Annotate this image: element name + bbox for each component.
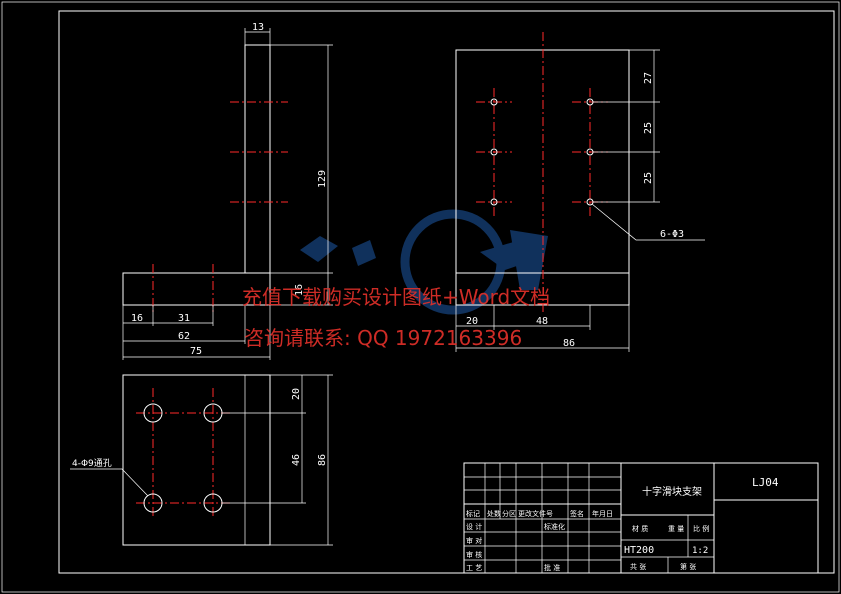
dim-86: 86 — [563, 338, 575, 349]
tb-header-date: 年月日 — [592, 509, 613, 518]
inner-frame — [58, 10, 835, 574]
dim-20: 20 — [466, 316, 478, 327]
dim-16-horizontal: 16 — [131, 313, 143, 324]
callout-4-holes: 4-Φ9通孔 — [72, 458, 112, 469]
tb-role-process: 工 艺 — [466, 564, 482, 572]
dim-16-vertical: 16 — [294, 284, 305, 296]
tb-standardized: 标准化 — [544, 522, 565, 531]
callout-6-holes: 6-Φ3 — [660, 229, 684, 240]
tb-approve: 批 准 — [544, 563, 560, 572]
dim-27: 27 — [643, 72, 654, 84]
dim-75: 75 — [190, 346, 202, 357]
dim-62: 62 — [178, 331, 190, 342]
tb-material-label: 材 质 — [632, 524, 648, 533]
watermark-line-2: 咨询请联系: QQ 1972163396 — [244, 326, 522, 350]
tb-scale-label: 比 例 — [693, 524, 709, 533]
tb-header-sign: 签名 — [570, 509, 584, 518]
part-name: 十字滑块支架 — [642, 485, 702, 498]
dim-20-vertical: 20 — [291, 388, 302, 400]
dim-13: 13 — [252, 22, 264, 33]
tb-sheet-total: 共 张 — [630, 562, 646, 571]
tb-header-count: 处数 — [487, 509, 501, 518]
dim-46: 46 — [291, 454, 302, 466]
dim-129: 129 — [317, 170, 328, 188]
tb-role-check: 审 对 — [466, 536, 482, 545]
dim-25-lower: 25 — [643, 172, 654, 184]
dim-25-upper: 25 — [643, 122, 654, 134]
scale-value: 1:2 — [692, 546, 708, 556]
drawing-number: LJ04 — [752, 476, 779, 489]
dim-86-vertical: 86 — [317, 454, 328, 466]
tb-header-zone: 分区 — [502, 509, 516, 518]
dim-48: 48 — [536, 316, 548, 327]
top-view: 4-Φ9通孔 20 46 86 — [70, 374, 333, 546]
tb-role-design: 设 计 — [466, 522, 482, 531]
tb-header-mark: 标记 — [466, 509, 480, 518]
tb-header-change-doc: 更改文件号 — [518, 509, 553, 518]
side-view: 27 25 25 6-Φ3 20 48 86 — [455, 32, 705, 352]
front-view: 13 129 16 16 31 62 75 — [122, 22, 333, 360]
title-block: 标记 处数 分区 更改文件号 签名 年月日 设 计 审 对 审 核 工 艺 标准… — [463, 462, 819, 574]
watermark-logo — [300, 209, 548, 315]
material-value: HT200 — [624, 545, 654, 556]
tb-role-review: 审 核 — [466, 550, 482, 559]
tb-weight-label: 重 量 — [668, 525, 684, 533]
tb-sheet-no: 第 张 — [680, 562, 696, 571]
dim-31: 31 — [178, 313, 190, 324]
watermark-line-1: 充值下载购买设计图纸+Word文档 — [242, 285, 550, 309]
